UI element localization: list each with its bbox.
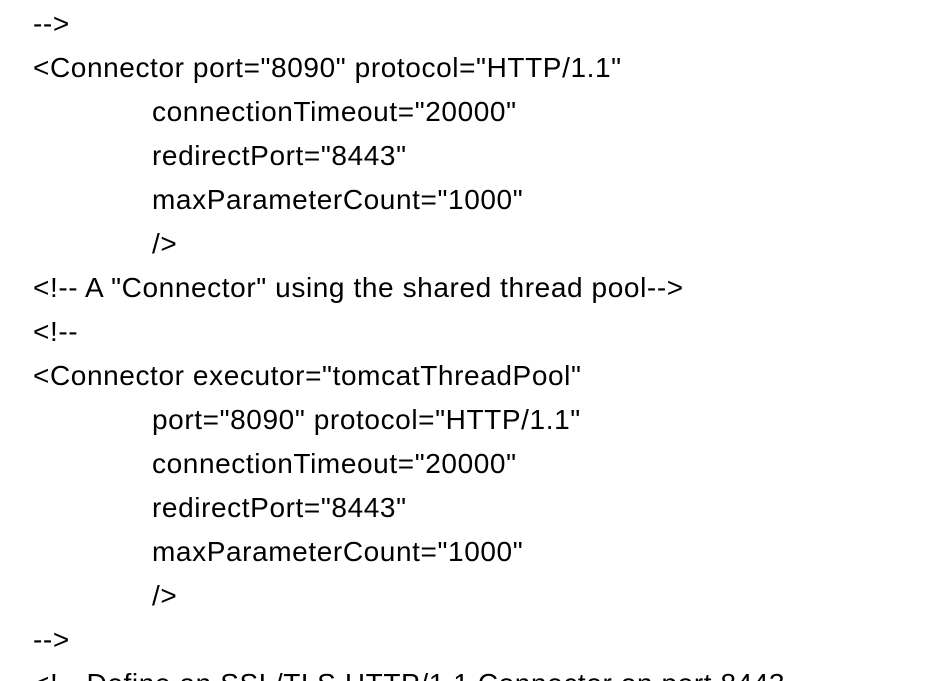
code-line: <Connector executor="tomcatThreadPool" xyxy=(33,360,582,391)
code-line: <!-- xyxy=(33,316,79,347)
code-line: --> xyxy=(33,624,70,655)
code-line: port="8090" protocol="HTTP/1.1" xyxy=(152,404,581,435)
code-line: redirectPort="8443" xyxy=(152,140,407,171)
code-line: <Connector port="8090" protocol="HTTP/1.… xyxy=(33,52,622,83)
code-line: /> xyxy=(152,580,178,611)
code-line: maxParameterCount="1000" xyxy=(152,536,524,567)
code-line: --> xyxy=(33,8,70,39)
code-line: <!-- A "Connector" using the shared thre… xyxy=(33,272,684,303)
code-line: maxParameterCount="1000" xyxy=(152,184,524,215)
code-line: connectionTimeout="20000" xyxy=(152,96,517,127)
code-line: connectionTimeout="20000" xyxy=(152,448,517,479)
code-line: /> xyxy=(152,228,178,259)
code-line: redirectPort="8443" xyxy=(152,492,407,523)
code-line-clipped: <!-- Define an SSL/TLS HTTP/1.1 Connecto… xyxy=(33,662,928,681)
